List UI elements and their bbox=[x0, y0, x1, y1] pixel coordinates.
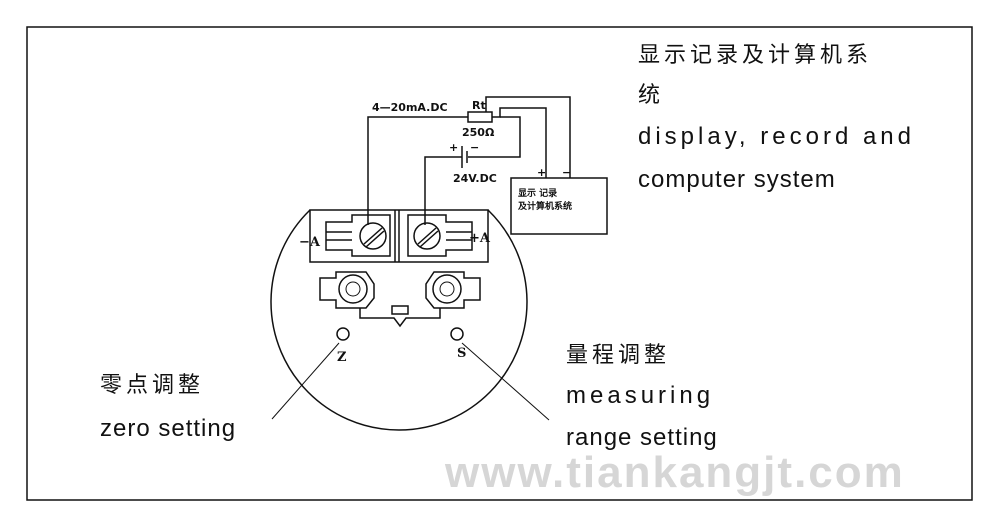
voltage-label: 24V.DC bbox=[453, 172, 497, 185]
span-potentiometer-lug bbox=[425, 271, 481, 309]
resistance-label: 250Ω bbox=[462, 126, 495, 139]
zero-label-en: zero setting bbox=[100, 415, 236, 442]
negative-terminal-screw bbox=[359, 222, 387, 250]
range-label-en-line1: measuring bbox=[566, 382, 714, 409]
rt-tap-wire bbox=[468, 116, 521, 158]
zero-label-cn: 零点调整 bbox=[100, 373, 204, 398]
lug-bridge bbox=[359, 308, 441, 328]
system-label-cn-line1: 显示记录及计算机系 bbox=[638, 43, 872, 68]
diagram-frame bbox=[26, 26, 973, 501]
range-label-en-line2: range setting bbox=[566, 424, 718, 451]
current-label: 4—20mA.DC bbox=[372, 101, 448, 114]
system-minus-wire bbox=[485, 96, 571, 178]
system-minus-label: − bbox=[562, 166, 571, 179]
positive-terminal-screw bbox=[413, 222, 441, 250]
battery-minus-label: − bbox=[470, 141, 479, 154]
zero-potentiometer-lug bbox=[319, 271, 375, 309]
system-box bbox=[510, 177, 608, 235]
span-terminal-label: S bbox=[457, 346, 466, 361]
system-plus-label: + bbox=[537, 166, 546, 179]
range-label-cn: 量程调整 bbox=[566, 343, 670, 368]
span-adjust-hole bbox=[450, 327, 464, 341]
positive-terminal-label: +A bbox=[469, 231, 491, 246]
system-box-line2: 及计算机系统 bbox=[518, 200, 572, 212]
zero-leader-line bbox=[271, 342, 340, 420]
zero-terminal-label: Z bbox=[337, 350, 347, 365]
system-box-line1: 显示 记录 bbox=[518, 187, 557, 199]
resistor-label: Rt bbox=[472, 99, 486, 112]
signal-wire bbox=[367, 116, 468, 225]
transmitter-housing bbox=[270, 209, 528, 431]
system-label-en-line1: display, record and bbox=[638, 123, 915, 150]
resistor-rt bbox=[467, 111, 493, 123]
watermark: www.tiankangjt.com bbox=[444, 448, 905, 497]
zero-adjust-hole bbox=[336, 327, 350, 341]
negative-terminal-label: −A bbox=[299, 235, 321, 250]
system-label-cn-line2: 统 bbox=[638, 83, 664, 108]
rt-to-system-plus-wire bbox=[492, 107, 547, 178]
system-label-en-line2: computer system bbox=[638, 166, 836, 193]
terminal-block bbox=[309, 209, 489, 263]
battery-plus-label: + bbox=[449, 141, 458, 154]
range-leader-line bbox=[461, 342, 550, 421]
battery-to-terminal-wire bbox=[424, 156, 462, 225]
